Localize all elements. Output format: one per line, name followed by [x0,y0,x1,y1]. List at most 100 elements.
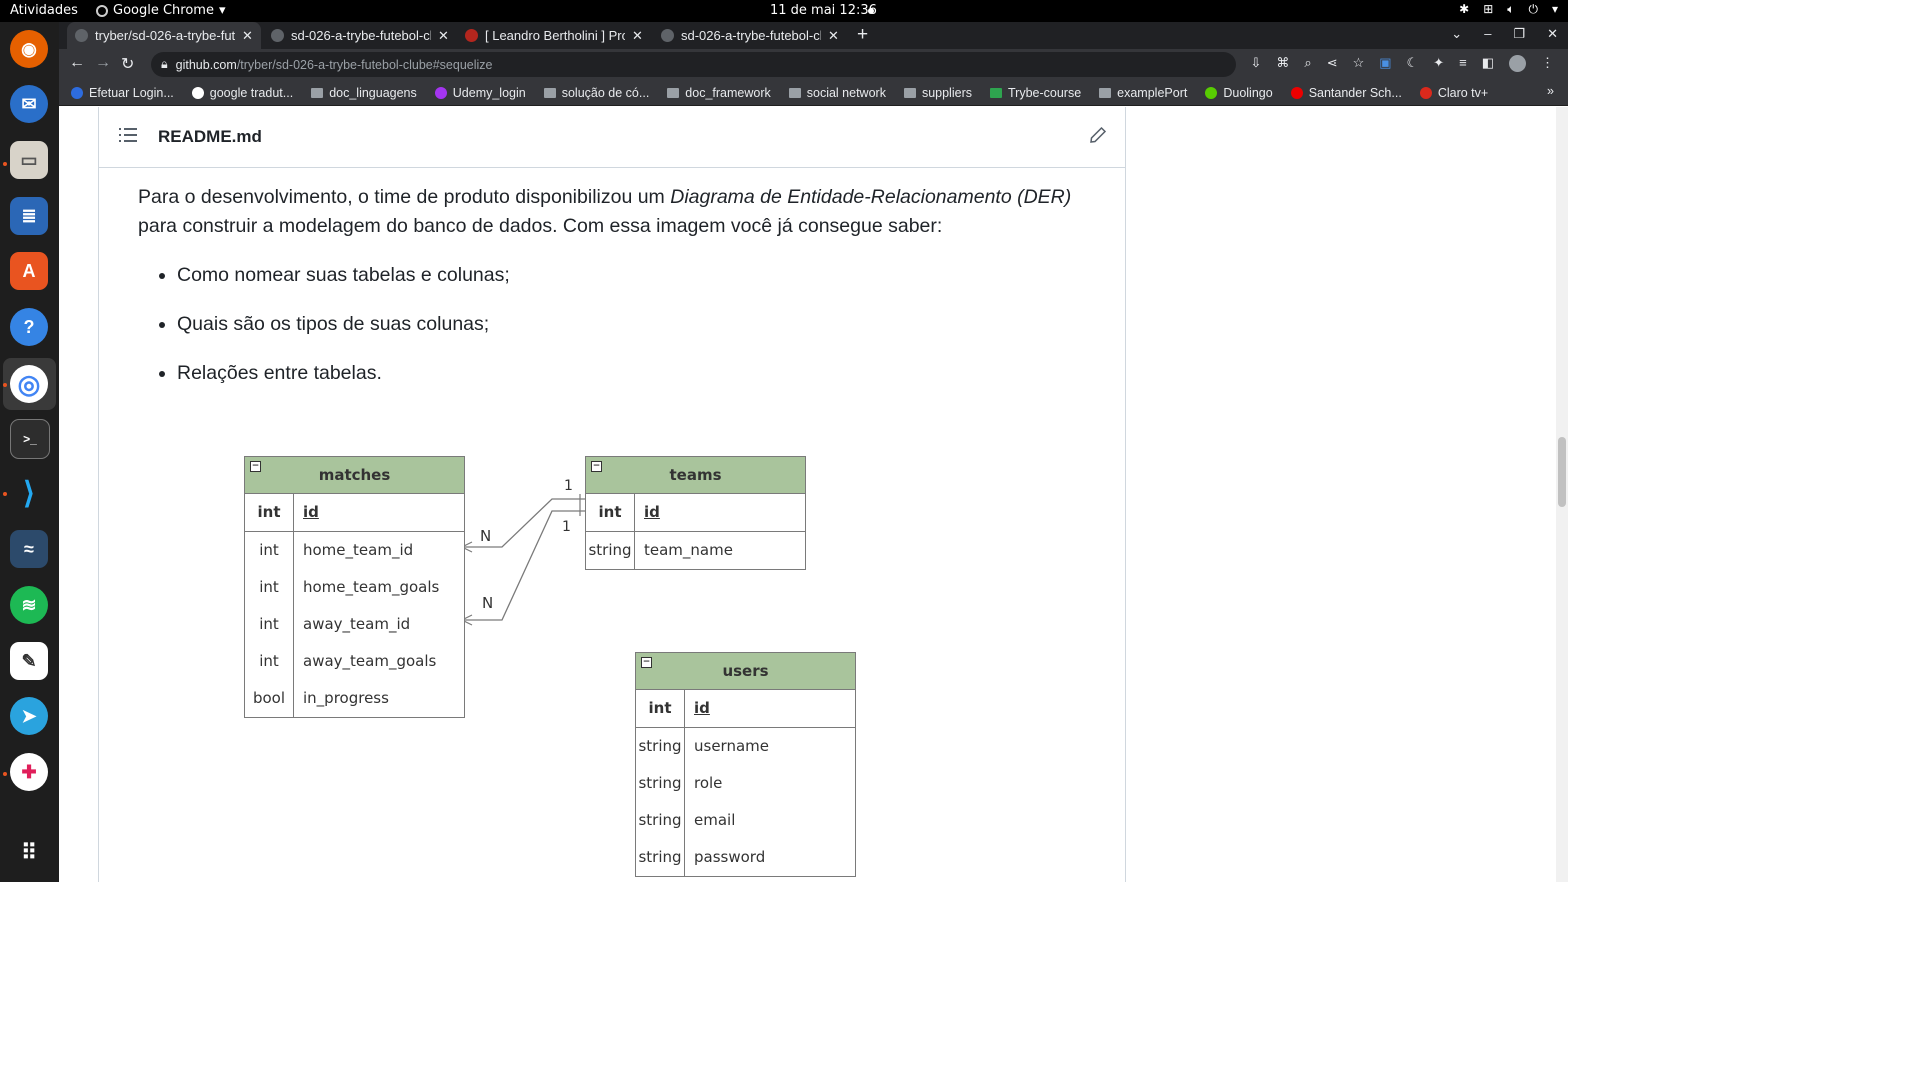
side-panel-icon[interactable]: ◧ [1481,55,1494,70]
bookmark-item[interactable]: Efetuar Login... [71,86,174,100]
running-indicator [3,383,7,387]
duolingo-icon [1205,86,1218,99]
close-window-icon[interactable]: ✕ [1547,26,1558,41]
more-bookmarks-icon[interactable]: » [1547,84,1554,98]
folder-icon [543,87,556,98]
menu-icon[interactable]: ⋮ [1541,55,1554,70]
clock[interactable]: 11 de mai 12:36 [770,3,877,18]
column-name: away_team_id [303,615,411,633]
intro-emphasis: Diagrama de Entidade-Relacionamento (DER… [670,186,1072,208]
restore-icon[interactable]: ❐ [1513,26,1526,41]
files-icon[interactable]: ▭ [10,141,48,179]
google-icon [191,86,204,99]
bookmark-label: Claro tv+ [1437,85,1489,100]
chrome-tab-strip: tryber/sd-026-a-trybe-futebol-clube ✕ sd… [59,22,1568,49]
terminal-icon[interactable]: >_ [10,419,50,459]
chrome-icon[interactable]: ◎ [10,365,48,403]
help-icon[interactable]: ? [10,308,48,346]
bookmark-item[interactable]: Santander Sch... [1290,86,1402,100]
bookmark-folder[interactable]: doc_linguagens [311,86,417,100]
writer-icon[interactable]: ≣ [10,197,48,235]
activities-button[interactable]: Atividades [10,3,78,18]
tab-1[interactable]: tryber/sd-026-a-trybe-futebol-clube ✕ [67,22,261,49]
new-tab-button[interactable]: + [857,24,869,45]
page-content: README.md Para o desenvolvimento, o time… [59,107,1568,882]
readme-header: README.md [99,107,1125,168]
close-icon[interactable]: ✕ [242,27,253,43]
system-tray[interactable]: ✱ ⊞ 🔈︎ ⏻ ▾ [1459,2,1558,17]
show-apps-icon[interactable]: ⠿ [20,840,38,865]
tab-4[interactable]: sd-026-a-trybe-futebol-clube ✕ [653,22,847,49]
back-icon[interactable]: ← [69,54,85,71]
github-icon [271,29,284,42]
pencil-icon[interactable] [1089,126,1107,144]
thunderbird-icon[interactable]: ✉ [10,85,48,123]
bookmark-item[interactable]: Trybe-course [989,86,1081,100]
bookmark-folder[interactable]: suppliers [903,86,972,100]
window-controls: ⌄ – ❐ ✕ [1451,26,1558,42]
url-host: github.com [175,57,237,72]
running-indicator [3,492,7,496]
minimize-icon[interactable]: – [1484,26,1492,41]
reading-list-icon[interactable]: ≡ [1459,55,1467,70]
cardinality-away-one: 1 [562,519,571,535]
bookmarks-bar: Efetuar Login... google tradut... doc_li… [59,80,1568,106]
relation-away-team [462,510,587,621]
chrome-icon [96,4,108,17]
address-bar[interactable]: 🔒︎ github.com /tryber/sd-026-a-trybe-fut… [151,52,1236,77]
column-type: string [636,839,685,876]
install-icon[interactable]: ⇩ [1250,55,1262,70]
translate-icon[interactable]: ⌘ [1276,55,1290,70]
spotify-icon[interactable]: ≋ [10,586,48,624]
telegram-icon[interactable]: ➤ [10,697,48,735]
bookmark-item[interactable]: Duolingo [1205,86,1273,100]
forward-icon[interactable]: → [95,54,111,71]
extension-icon[interactable]: ▣ [1379,55,1392,70]
bookmark-folder[interactable]: solução de có... [543,85,650,100]
page-scrollbar[interactable] [1556,107,1568,882]
intro-paragraph: Para o desenvolvimento, o time de produt… [138,183,1098,241]
mysql-workbench-icon[interactable]: ≈ [10,530,48,568]
close-icon[interactable]: ✕ [438,27,449,43]
avatar[interactable] [1509,55,1526,72]
column-name: username [694,737,769,755]
puzzle-icon[interactable]: ✦ [1433,55,1445,70]
software-center-icon[interactable]: A [10,252,48,290]
column-type: int [245,569,294,606]
star-icon[interactable]: ☆ [1352,55,1365,70]
readme-filename[interactable]: README.md [158,127,262,146]
scrollbar-thumb[interactable] [1558,437,1566,507]
vscode-icon[interactable]: ⟩ [10,474,48,512]
close-icon[interactable]: ✕ [828,27,839,43]
folder-icon [667,87,680,98]
reload-icon[interactable]: ↻ [121,56,135,73]
bookmark-folder[interactable]: examplePort [1099,86,1187,100]
app-menu[interactable]: Google Chrome ▾ [96,3,226,18]
tab-2[interactable]: sd-026-a-trybe-futebol-clube ✕ [263,22,457,49]
dock: ◉ ✉ ▭ ≣ A ? ◎ >_ ⟩ ≈ ≋ ✎ ➤ ✚ ⠿ [0,22,59,882]
close-icon[interactable]: ✕ [632,27,643,43]
bookmark-folder[interactable]: doc_framework [667,86,771,100]
bookmark-item[interactable]: google tradut... [191,86,293,100]
firefox-icon[interactable]: ◉ [10,30,48,68]
bookmark-folder[interactable]: social network [788,86,886,100]
dark-mode-icon[interactable]: ☾ [1406,55,1419,70]
bookmark-item[interactable]: Claro tv+ [1419,85,1489,100]
share-icon[interactable]: ⋖ [1326,55,1338,70]
slack-icon[interactable]: ✚ [10,753,48,791]
tab-3[interactable]: [ Leandro Bertholini ] Projeto ✕ [457,22,651,49]
bookmark-item[interactable]: Udemy_login [434,86,526,100]
zoom-icon[interactable]: ⌕ [1304,55,1312,70]
inkscape-icon[interactable]: ✎ [10,642,48,680]
tab-search-icon[interactable]: ⌄ [1451,26,1463,41]
bookmark-label: solução de có... [561,85,650,100]
outline-list-icon[interactable] [119,127,137,143]
